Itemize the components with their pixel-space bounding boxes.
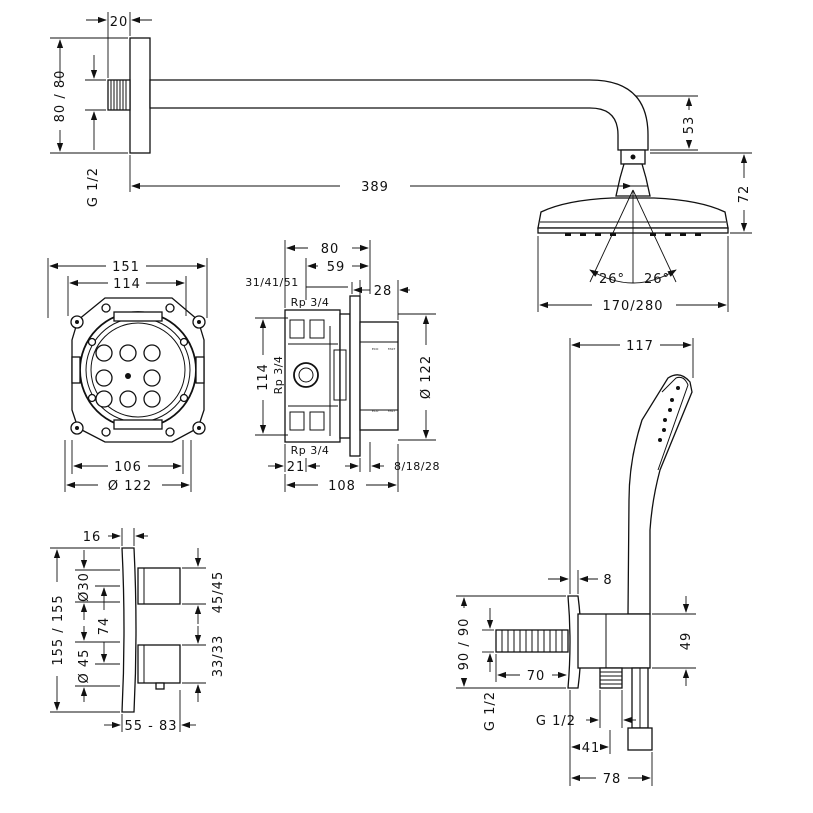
trim-lower-offset-label: 33/33 — [211, 635, 226, 677]
hand-total-depth-label: 78 — [603, 772, 622, 787]
side-port-mid-label: Rp 3/4 — [272, 356, 285, 395]
svg-text:ECO: ECO — [372, 347, 379, 351]
trim-upper-offset-label: 45/45 — [211, 571, 226, 613]
hand-flange-height-label: 90 / 90 — [457, 618, 472, 671]
hand-width-label: 117 — [626, 339, 654, 354]
side-top-width-label: 80 — [321, 242, 340, 257]
wall-flange — [129, 37, 151, 154]
trim-depth-label: 16 — [83, 530, 102, 545]
shower-holder — [577, 613, 651, 669]
svg-text:FAST: FAST — [388, 409, 395, 413]
svg-text:ECO: ECO — [372, 409, 379, 413]
trim-lower-diameter-label: Ø 45 — [77, 649, 92, 684]
side-port-bottom-label: Rp 3/4 — [291, 444, 330, 457]
hose-nut — [627, 727, 653, 751]
arm-wall-depth-label: 20 — [110, 15, 129, 30]
arm-flange-height-label: 80 / 80 — [53, 70, 68, 123]
install-box-front-view: 151 114 106 Ø 122 — [47, 258, 208, 494]
side-depth-options-label: 31/41/51 — [245, 276, 298, 289]
box-bottom-diameter-label: Ø 122 — [108, 479, 152, 494]
side-height-label: 114 — [256, 363, 271, 391]
trim-height-label: 155 / 155 — [51, 594, 66, 665]
hand-shower — [627, 374, 693, 615]
head-angle-left-label: 26° — [599, 272, 625, 287]
arm-drop-label: 53 — [682, 116, 697, 135]
hand-inner-width-label: 70 — [527, 669, 546, 684]
shower-arm — [149, 79, 649, 151]
trim-knob-diameter-label: Ø30 — [77, 572, 92, 602]
install-box-side-view: ECO FAST ECO FAST 80 59 31/41/51 — [245, 240, 440, 494]
side-port-top-label: Rp 3/4 — [291, 296, 330, 309]
trim-center-distance-label: 74 — [97, 617, 112, 636]
trim-cover-plate — [121, 547, 137, 713]
head-height-label: 72 — [737, 185, 752, 204]
hand-holder-height-label: 49 — [679, 632, 694, 651]
trim-projection-label: 55 - 83 — [124, 719, 177, 734]
head-diameter-label: 170/280 — [602, 299, 663, 314]
svg-text:FAST: FAST — [388, 347, 395, 351]
hand-offset-label: 8 — [603, 573, 612, 588]
hand-outlet-thread-label: G 1/2 — [536, 714, 576, 729]
box-bottom-width-label: 106 — [114, 460, 142, 475]
head-angle-right-label: 26° — [644, 272, 670, 287]
hand-shower-view: 117 8 90 / 90 G 1/2 70 — [456, 338, 696, 787]
box-outer-width-label: 151 — [112, 260, 140, 275]
hand-thread-left-label: G 1/2 — [483, 691, 498, 731]
side-bottom-right-label: 8/18/28 — [394, 460, 440, 473]
trim-lower-knob — [137, 644, 181, 684]
thermostat-trim-view: 16 155 / 155 Ø30 74 — [50, 528, 226, 734]
hose-outlet — [599, 667, 623, 689]
box-side-port — [293, 362, 319, 388]
box-side-plate — [349, 295, 361, 457]
side-diameter-label: Ø 122 — [419, 355, 434, 399]
arm-thread-label: G 1/2 — [86, 167, 101, 207]
box-boss-grid — [95, 344, 161, 408]
side-bottom-left-label: 21 — [287, 460, 306, 475]
side-bottom-width-label: 108 — [328, 479, 356, 494]
box-side-cartridge — [359, 321, 399, 431]
hand-outlet-x-label: 41 — [582, 741, 601, 756]
trim-upper-knob — [137, 567, 181, 605]
arm-length-label: 389 — [361, 180, 389, 195]
box-inner-width-label: 114 — [113, 277, 141, 292]
side-right-depth-label: 28 — [374, 284, 393, 299]
shower-arm-view: 26° 26° 20 80 / 80 G 1/2 — [50, 12, 752, 314]
side-top-inner-label: 59 — [327, 260, 346, 275]
